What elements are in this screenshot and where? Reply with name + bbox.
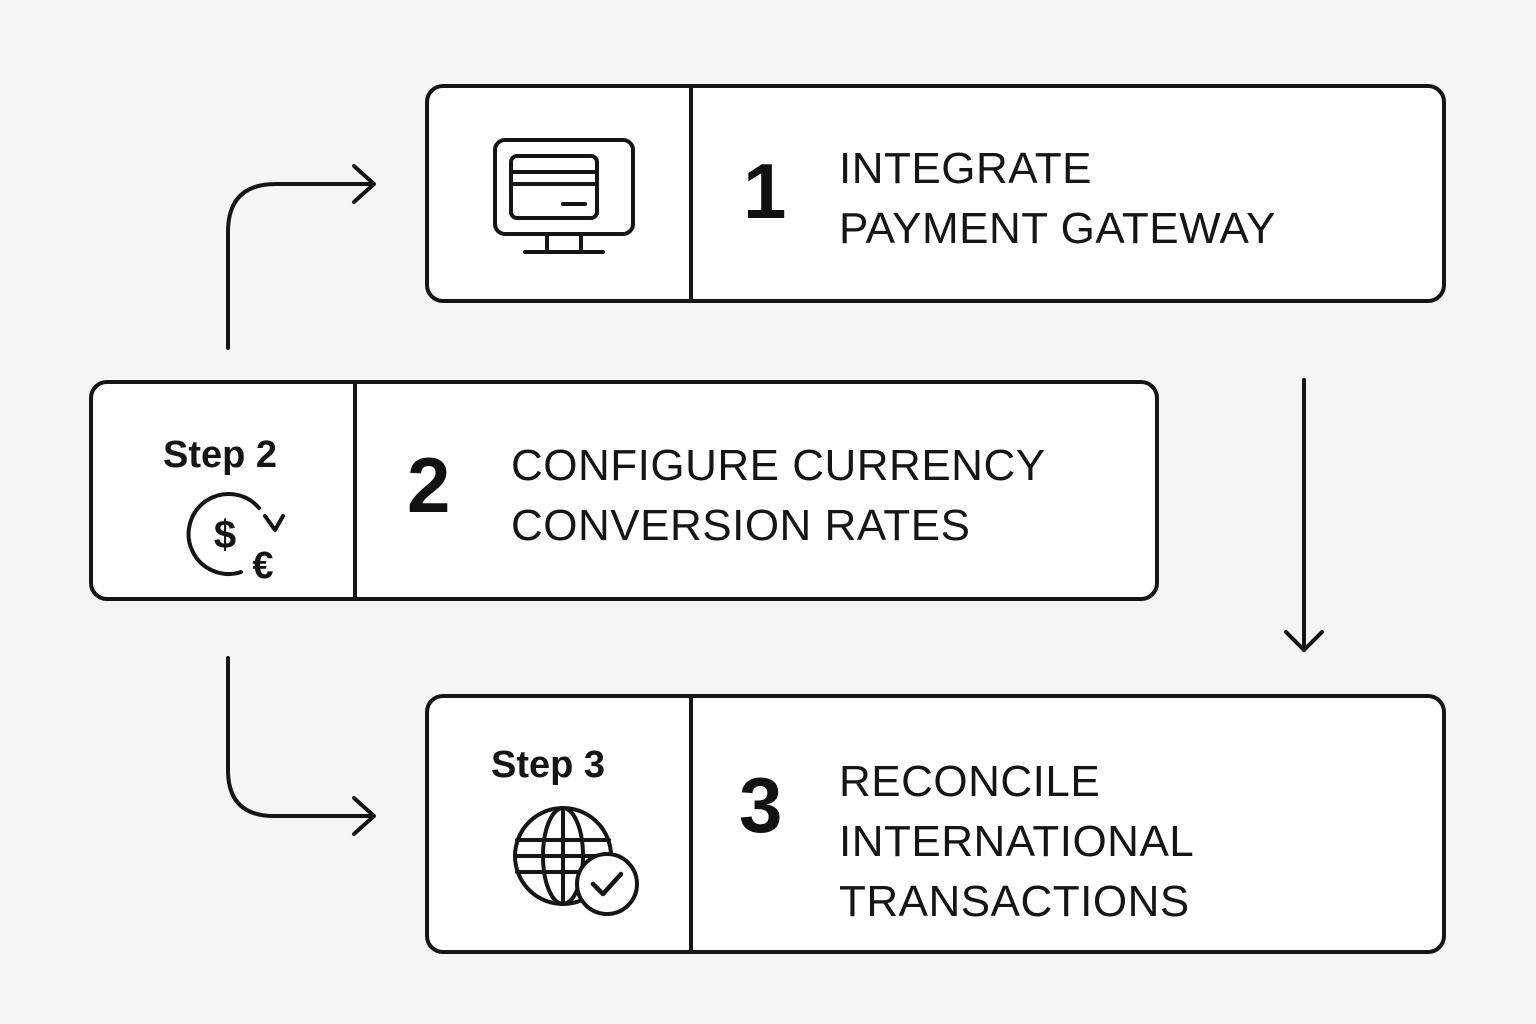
step-3-title-line: TRANSACTIONS	[839, 877, 1190, 926]
euro-glyph: €	[252, 545, 273, 586]
step-2-label: Step 2	[163, 434, 278, 476]
arrowhead-step1	[352, 164, 376, 204]
monitor-card-icon	[493, 138, 635, 254]
dollar-euro-exchange-icon: $ €	[186, 492, 285, 586]
arrow-step2-to-step1	[226, 182, 374, 350]
step-2-card: Step 2 $ € 2 CONFIGURE CURRENCY CONVERSI…	[89, 380, 1159, 601]
step-2-icon-panel: Step 2 $ €	[93, 384, 357, 597]
step-1-title-line: PAYMENT GATEWAY	[839, 204, 1276, 253]
step-1-title: INTEGRATE PAYMENT GATEWAY	[839, 139, 1276, 259]
step-2-title-line: CONFIGURE CURRENCY	[511, 441, 1046, 490]
step-3-label: Step 3	[491, 744, 606, 786]
step-3-card: Step 3 3 RECONCILE INTERNATIONAL TRANSAC…	[425, 694, 1446, 954]
arrowhead-step3	[352, 796, 376, 836]
step-1-title-line: INTEGRATE	[839, 144, 1093, 193]
step-3-number: 3	[739, 761, 783, 849]
step-1-number: 1	[743, 147, 787, 235]
globe-check-icon	[513, 806, 639, 916]
dollar-glyph: $	[214, 513, 236, 557]
step-1-icon-panel	[429, 88, 693, 299]
arrowhead-down	[1284, 630, 1324, 652]
step-3-title: RECONCILE INTERNATIONAL TRANSACTIONS	[839, 752, 1194, 932]
step-3-icon-panel: Step 3	[429, 698, 693, 950]
step-1-card: 1 INTEGRATE PAYMENT GATEWAY	[425, 84, 1446, 303]
arrow-step2-to-step3	[226, 656, 374, 818]
step-2-number: 2	[407, 441, 451, 529]
step-2-title: CONFIGURE CURRENCY CONVERSION RATES	[511, 436, 1046, 556]
step-3-title-line: INTERNATIONAL	[839, 817, 1195, 866]
step-2-title-line: CONVERSION RATES	[511, 501, 971, 550]
step-3-title-line: RECONCILE	[839, 757, 1101, 806]
